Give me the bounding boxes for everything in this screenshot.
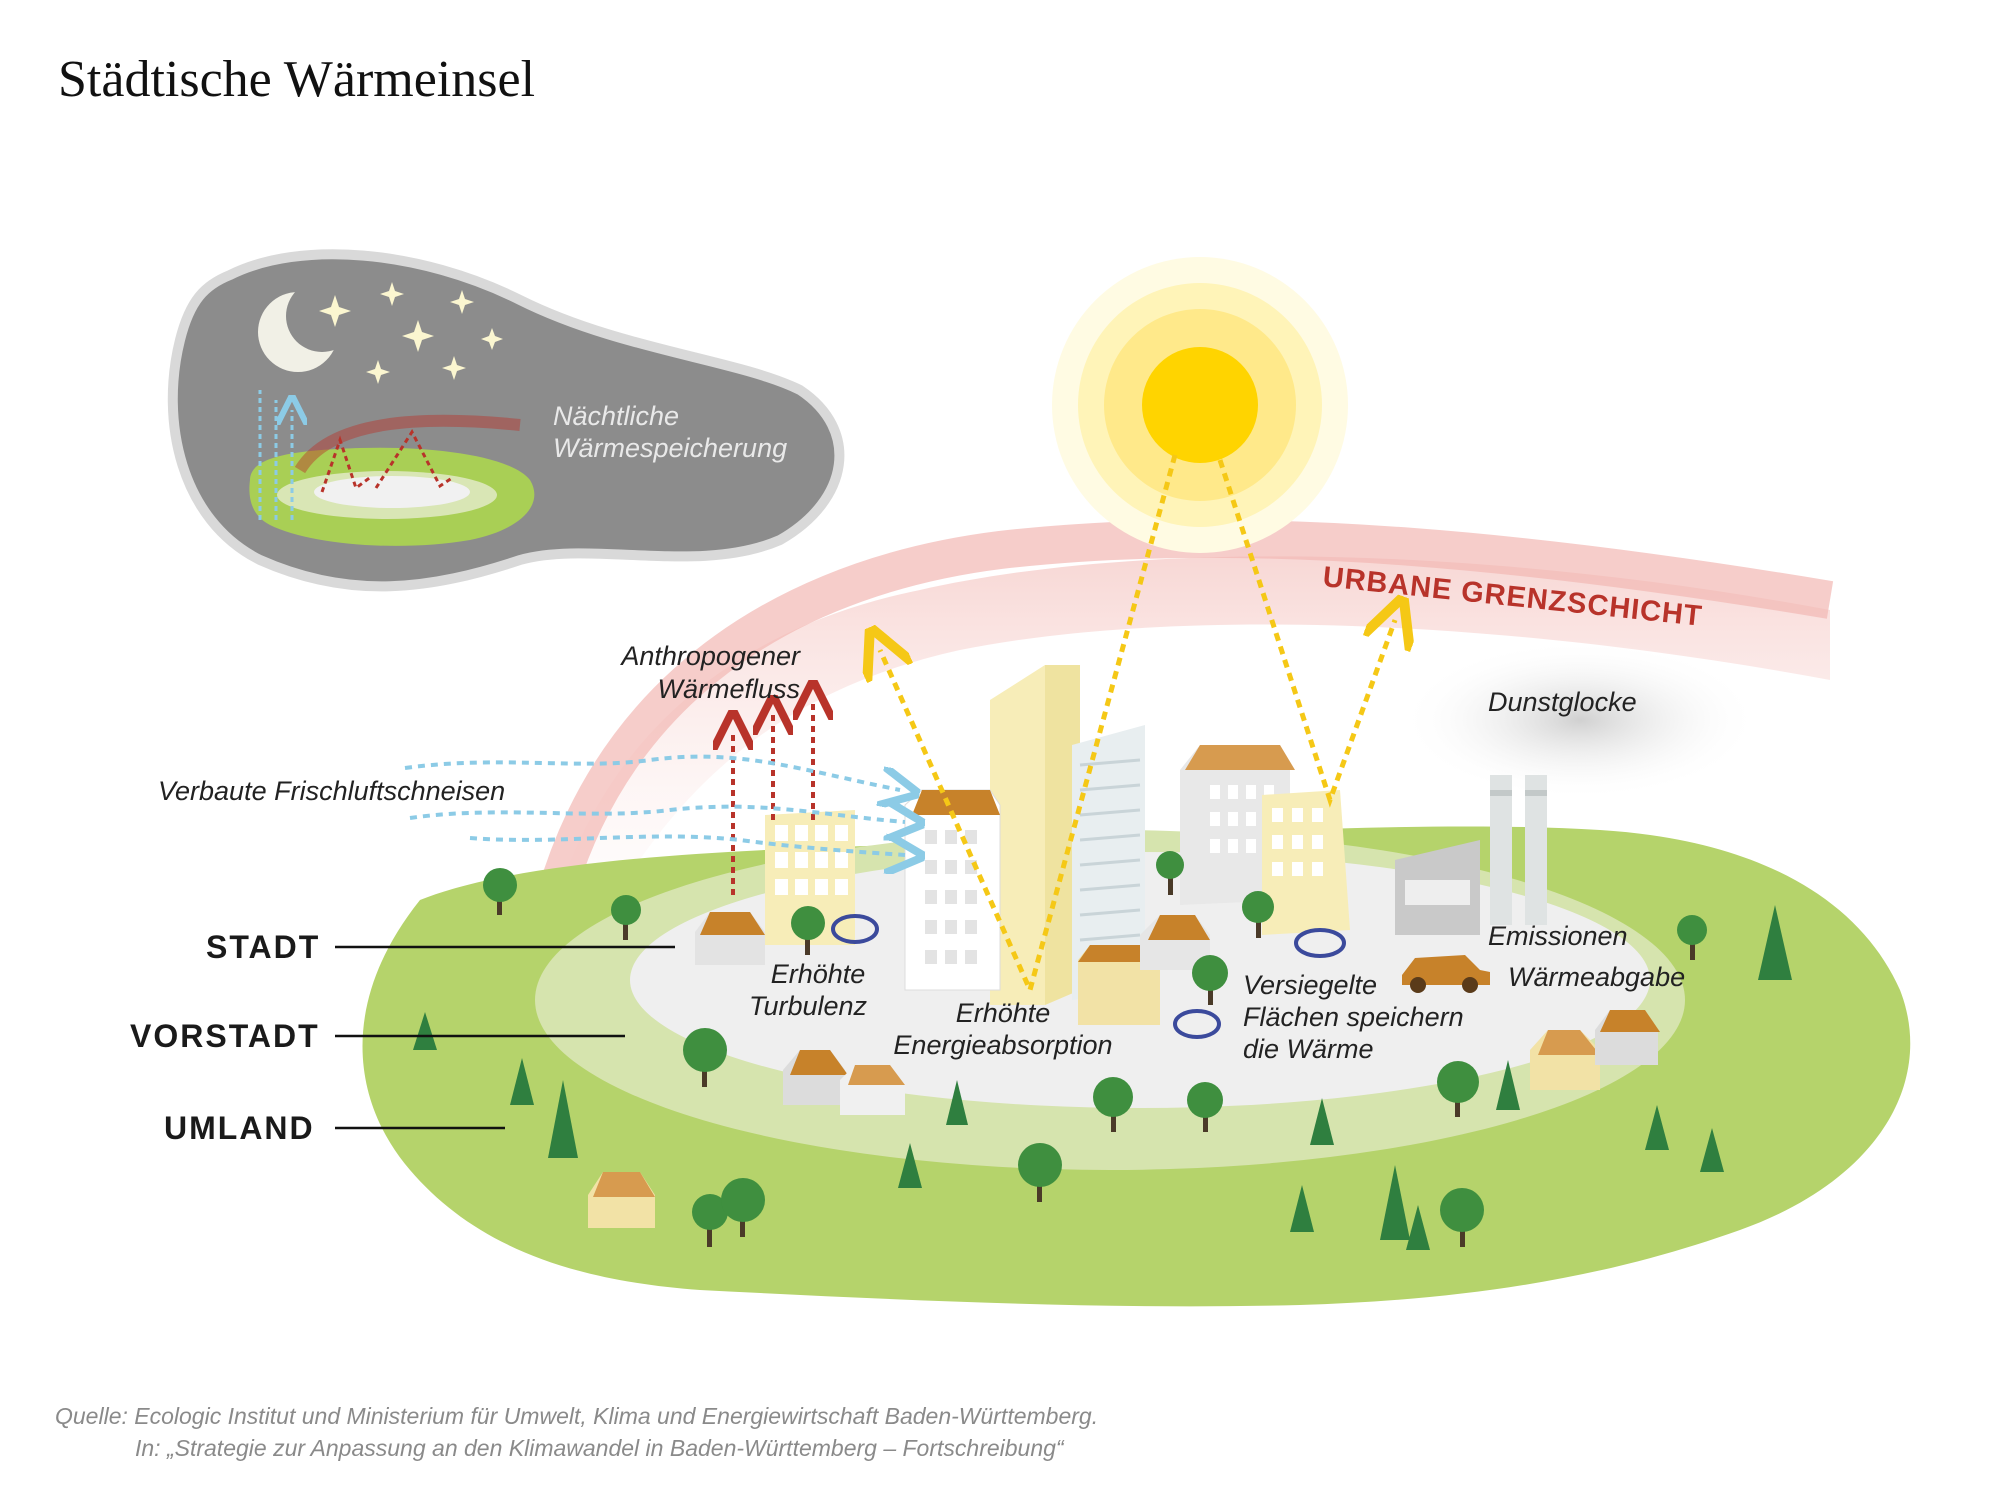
tree-icon <box>791 906 825 955</box>
tree-icon <box>1437 1061 1479 1117</box>
moon-icon <box>258 280 358 372</box>
source-line2: In: „Strategie zur Anpassung an den Klim… <box>135 1435 1065 1461</box>
car-icon <box>1402 955 1490 993</box>
tree-icon <box>548 1080 578 1158</box>
absorption-label-line2: Energieabsorption <box>893 1030 1112 1060</box>
haze-cloud <box>1400 640 1760 800</box>
sealed-label-line3: die Wärme <box>1243 1034 1374 1064</box>
tree-icon <box>1018 1143 1062 1202</box>
tree-icon <box>1645 1105 1669 1150</box>
star-icon <box>442 356 466 380</box>
source-line1: Quelle: Ecologic Institut und Ministeriu… <box>55 1403 1098 1429</box>
tree-icon <box>483 868 517 915</box>
tree-icon <box>1440 1188 1484 1247</box>
tree-icon <box>1380 1165 1410 1240</box>
night-label-line1: Nächtliche <box>553 401 679 431</box>
sealed-label-line2: Flächen speichern <box>1243 1002 1464 1032</box>
tree-icon <box>510 1058 534 1105</box>
tree-icon <box>721 1178 765 1237</box>
chimney-icon <box>1490 775 1547 925</box>
turbulence-label-line1: Erhöhte <box>771 959 866 989</box>
house-icon <box>695 912 765 965</box>
house-icon <box>783 1050 905 1115</box>
anthropogenic-label-line2: Wärmefluss <box>657 674 800 704</box>
tree-icon <box>1156 851 1184 895</box>
sun-rays <box>880 454 1395 998</box>
turbulence-icon <box>831 914 1346 1039</box>
tree-icon <box>611 895 641 940</box>
sun-icon <box>1052 257 1348 553</box>
tree-icon <box>1700 1128 1724 1172</box>
emissions-label: Emissionen <box>1488 921 1628 951</box>
tree-icon <box>1242 891 1274 938</box>
star-icon <box>450 290 474 314</box>
star-icon <box>481 328 503 350</box>
tree-icon <box>1290 1185 1314 1232</box>
star-icon <box>402 320 434 352</box>
city-buildings <box>588 665 1660 1228</box>
night-inset: Nächtliche Wärmespeicherung <box>167 249 845 592</box>
trees <box>413 851 1792 1250</box>
star-icon <box>319 295 351 327</box>
tree-icon <box>898 1143 922 1188</box>
star-icon <box>380 282 404 306</box>
tree-icon <box>1093 1077 1133 1132</box>
anthropogenic-label-line1: Anthropogener <box>619 641 801 671</box>
zone-label-vorstadt: VORSTADT <box>130 1018 320 1054</box>
tree-icon <box>946 1080 968 1125</box>
house-icon <box>1530 1010 1660 1090</box>
night-label-line2: Wärmespeicherung <box>553 433 787 463</box>
tree-icon <box>1310 1098 1334 1145</box>
zone-leaders <box>335 945 675 1130</box>
zone-label-umland: UMLAND <box>164 1110 315 1146</box>
tree-icon <box>1758 905 1792 980</box>
zone-label-stadt: STADT <box>206 929 320 965</box>
house-icon <box>588 1172 655 1228</box>
haze-label: Dunstglocke <box>1488 687 1637 717</box>
tree-icon <box>1406 1205 1430 1250</box>
fresh-air-streams <box>404 754 905 855</box>
tree-icon <box>1192 955 1228 1005</box>
tree-icon <box>1677 915 1707 960</box>
tree-icon <box>1496 1060 1520 1110</box>
absorption-label-line1: Erhöhte <box>956 998 1051 1028</box>
tree-icon <box>683 1028 727 1087</box>
tree-icon <box>692 1194 728 1247</box>
tree-icon <box>413 1012 437 1050</box>
sealed-label-line1: Versiegelte <box>1243 970 1377 1000</box>
tree-icon <box>1187 1082 1223 1132</box>
page-title: Städtische Wärmeinsel <box>58 51 535 108</box>
fresh-air-label: Verbaute Frischluftschneisen <box>158 776 505 806</box>
star-icon <box>366 360 390 384</box>
turbulence-label-line2: Turbulenz <box>749 991 868 1021</box>
heat-release-label: Wärmeabgabe <box>1508 962 1685 992</box>
